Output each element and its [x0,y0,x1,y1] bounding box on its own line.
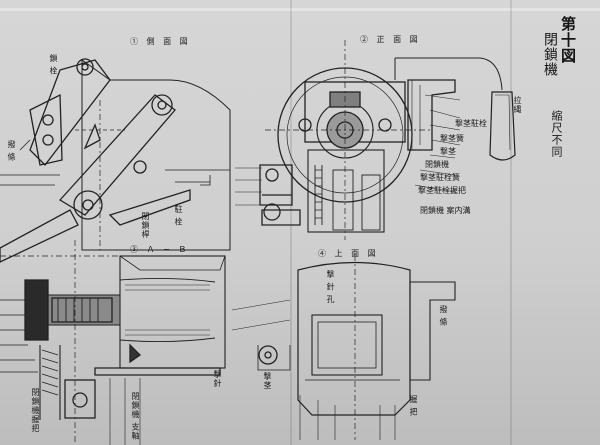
paper-fold [290,0,292,445]
section-view-drawing [0,240,226,445]
figure-scale: 縮尺不同 [550,110,563,158]
label-firing-pin-hole: 撃 針 孔 [326,270,335,305]
title-block: 第十図 閉鎖機 縮尺不同 [528,10,592,240]
view-title-front: ② 正 面 図 [360,35,421,44]
label-breech-block: 閉鎖機 [425,160,449,169]
front-view-drawing [235,40,516,240]
label-lanyard: 拉縄 [513,96,522,114]
label-breech-handle: 閉鎖機握把 [31,388,40,433]
label-striker: 撃茎 [440,147,456,156]
label-guide-groove: 閉鎖機 案内溝 [420,206,471,215]
paper-fold [510,0,512,445]
label-breech-rod: 閉鎖桿 [141,212,150,239]
label-grip: 握 把 [409,395,418,417]
label-lock-pin: 鎖 栓 [49,54,58,76]
view-title-top: ④ 上 面 図 [318,249,379,258]
label-spring-left: 撥 條 [7,140,16,162]
view-title-side: ① 側 面 図 [130,37,191,46]
label-stop-pin: 駐 栓 [174,205,183,227]
label-striker-stop-handle: 撃茎駐栓握把 [418,186,466,195]
label-striker-stop-spring: 撃茎駐栓簧 [420,173,460,182]
label-spring-right: 撥 條 [439,305,448,327]
figure-name: 閉鎖機 [542,32,558,77]
paper-fold [0,8,600,11]
label-striker-bottom: 撃茎 [263,372,272,390]
label-firing-pin: 撃針 [213,370,222,388]
view-title-section: ③ Ａ − Ｂ [130,245,190,254]
top-view-drawing [231,255,456,440]
side-view-drawing [0,58,231,263]
label-striker-stop: 撃茎駐栓 [455,119,487,128]
label-striker-spring: 撃茎簧 [440,134,464,143]
figure-number: 第十図 [559,16,577,64]
label-breech-pivot: 閉鎖機 支軸 [131,392,140,441]
